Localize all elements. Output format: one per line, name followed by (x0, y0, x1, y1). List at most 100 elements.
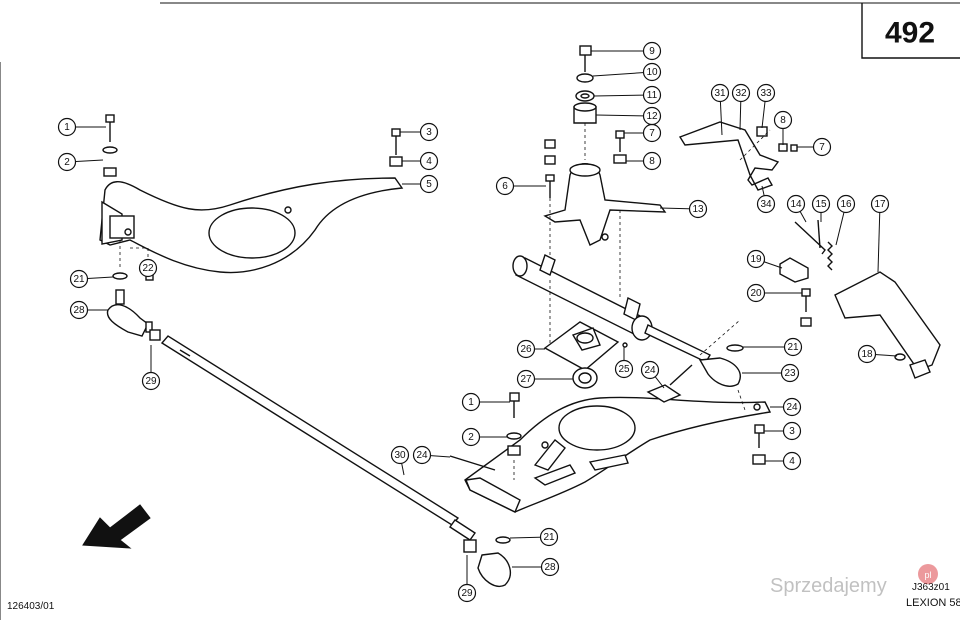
callout-circle (782, 451, 802, 471)
callout-26: 26 (516, 339, 545, 359)
right-arm-fasteners (449, 364, 766, 471)
callout-label: 10 (646, 67, 658, 78)
callout-circle (540, 557, 560, 577)
callout-label: 12 (646, 111, 658, 122)
callout-28: 28 (512, 557, 560, 577)
callout-circle (57, 152, 77, 172)
callout-29: 29 (457, 555, 477, 603)
callout-30: 30 (390, 445, 410, 476)
callout-circle (642, 62, 662, 82)
figure-code: 126403/01 (7, 601, 55, 612)
callout-label: 9 (649, 46, 655, 57)
guide-line (739, 129, 771, 161)
callout-12: 12 (595, 106, 662, 126)
callout-label: 3 (789, 426, 795, 437)
callout-label: 4 (426, 156, 432, 167)
guide-line (699, 319, 741, 356)
callout-1: 1 (57, 117, 106, 137)
tie-rod (160, 335, 477, 553)
callout-3: 3 (764, 421, 802, 441)
callout-circle (812, 137, 832, 157)
callout-2: 2 (57, 152, 104, 172)
callout-8: 8 (626, 151, 662, 171)
callout-label: 25 (618, 364, 630, 375)
bearing (572, 367, 598, 389)
callout-circle (461, 392, 481, 412)
callout-label: 1 (468, 397, 474, 408)
callout-circle (141, 371, 161, 391)
spring-and-pin (794, 219, 833, 271)
callout-7: 7 (624, 123, 662, 143)
callout-17: 17 (870, 194, 890, 273)
callout-circle (419, 122, 439, 142)
callout-label: 22 (142, 263, 154, 274)
callout-circle (642, 151, 662, 171)
callout-label: 21 (787, 342, 799, 353)
callout-15: 15 (811, 194, 831, 222)
callout-3: 3 (400, 122, 439, 142)
callout-11: 11 (593, 85, 662, 105)
bolt-20 (800, 288, 812, 327)
callout-circle (516, 339, 536, 359)
callout-29: 29 (141, 345, 161, 391)
left-steering-arm (99, 177, 404, 274)
callout-label: 2 (64, 157, 70, 168)
callout-circle (69, 300, 89, 320)
pivot-stack (573, 45, 597, 124)
callout-circle (419, 151, 439, 171)
callout-label: 6 (502, 181, 508, 192)
guide-line (130, 247, 149, 262)
callout-label: 11 (647, 90, 658, 101)
center-bolts (544, 130, 627, 198)
center-tie-rod-end (698, 344, 744, 387)
callout-27: 27 (516, 369, 573, 389)
callout-label: 34 (760, 199, 772, 210)
callout-23: 23 (742, 363, 800, 383)
callout-label: 7 (649, 128, 655, 139)
clip-19 (779, 257, 809, 283)
callout-label: 33 (760, 88, 772, 99)
callout-label: 4 (789, 456, 795, 467)
left-bolt-3 (389, 128, 403, 167)
left-tie-rod-end (106, 263, 161, 341)
callout-leader (592, 71, 653, 77)
callout-circle (731, 83, 751, 103)
callout-21: 21 (743, 337, 803, 357)
callout-label: 7 (819, 142, 825, 153)
callout-circle (138, 258, 158, 278)
callout-label: 29 (145, 376, 157, 387)
callout-circle (688, 199, 708, 219)
callout-label: 21 (73, 274, 85, 285)
callout-label: 29 (461, 588, 473, 599)
callout-circle (857, 344, 877, 364)
callout-label: 1 (64, 122, 70, 133)
callout-circle (539, 527, 559, 547)
callout-5: 5 (402, 174, 439, 194)
callout-label: 20 (750, 288, 762, 299)
callout-label: 30 (394, 450, 406, 461)
callout-circle (516, 369, 536, 389)
callout-label: 24 (786, 402, 798, 413)
page-number: 492 (885, 17, 935, 50)
callout-25: 25 (614, 347, 634, 379)
callout-10: 10 (592, 62, 662, 82)
callout-19: 19 (746, 249, 783, 269)
callout-18: 18 (857, 344, 898, 364)
callout-label: 16 (840, 199, 852, 210)
callout-circle (642, 41, 662, 61)
callout-24: 24 (412, 445, 451, 465)
callout-31: 31 (710, 83, 730, 136)
callout-21: 21 (69, 269, 114, 289)
callout-label: 17 (874, 199, 886, 210)
watermark-badge-text: pl (924, 570, 931, 580)
callout-leader (595, 114, 653, 117)
callout-label: 18 (861, 349, 873, 360)
drawing-code: J363z01 (912, 582, 950, 593)
callout-28: 28 (69, 300, 108, 320)
callout-label: 8 (649, 156, 655, 167)
callout-circle (780, 363, 800, 383)
callout-circle (642, 85, 662, 105)
